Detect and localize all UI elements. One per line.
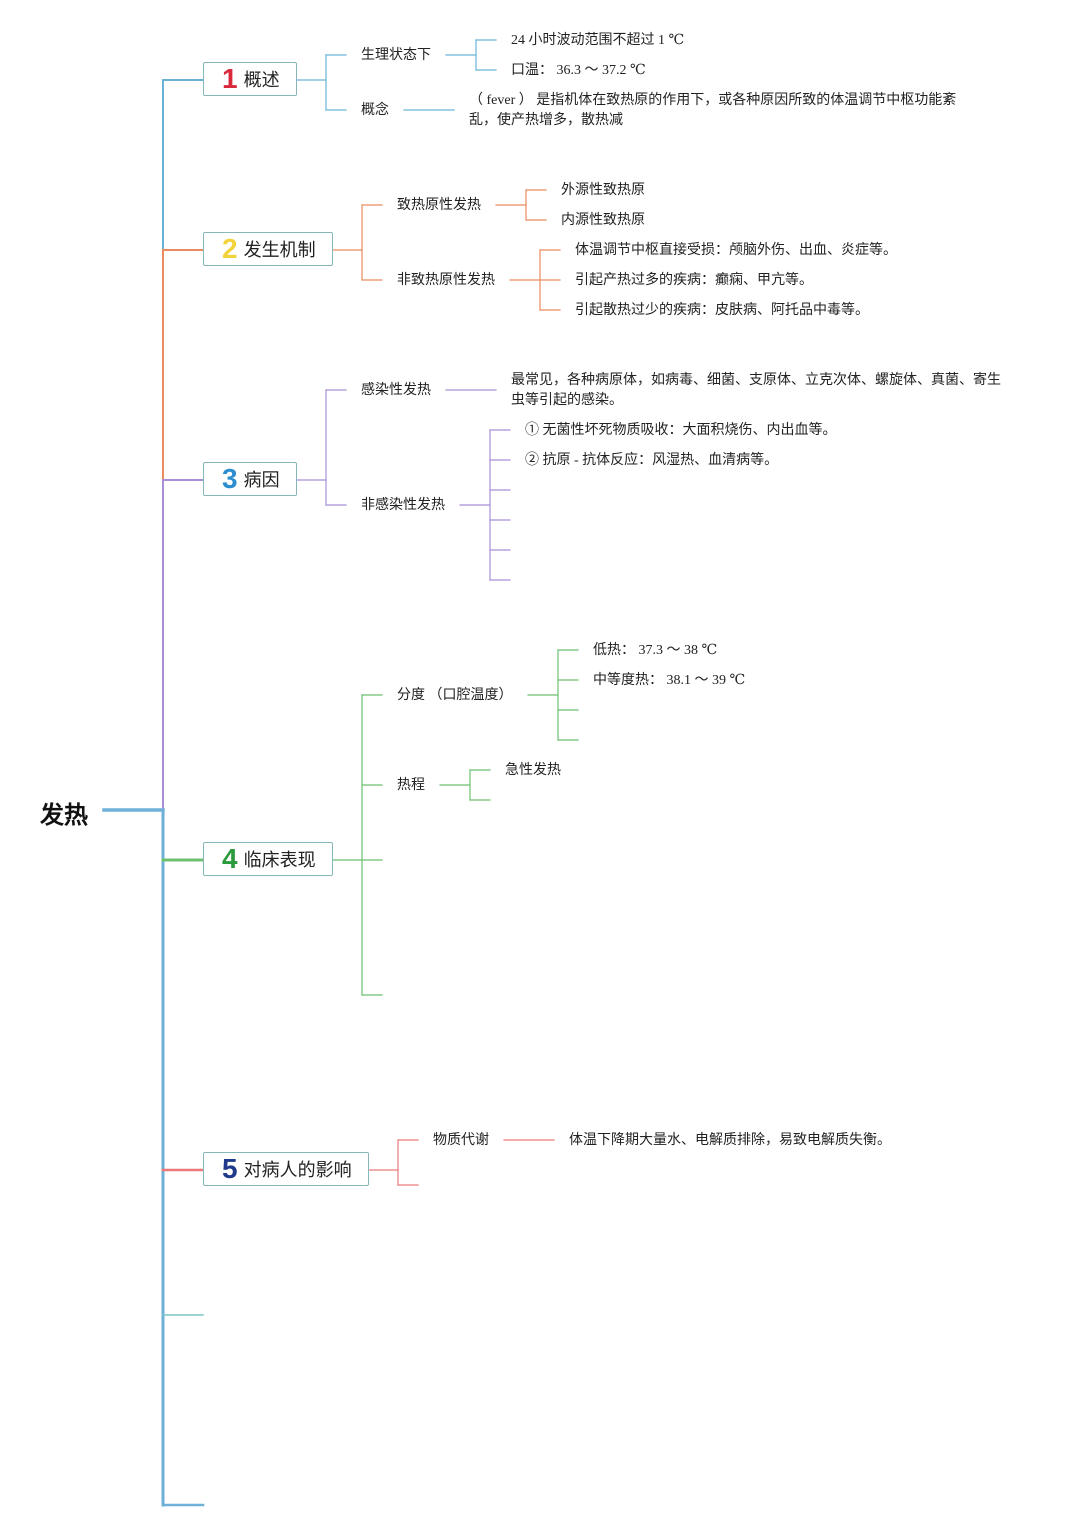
section-number: 4	[222, 843, 238, 874]
node-endogenous-pyrogen[interactable]: 内源性致热原	[561, 213, 645, 228]
node-24h-range[interactable]: 24 小时波动范围不超过 1 ℃	[511, 33, 685, 48]
node-central-damage[interactable]: 体温调节中枢直接受损：颅脑外伤、出血、炎症等。	[575, 243, 897, 258]
section-title: 发生机制	[243, 240, 316, 260]
node-infectious-fever[interactable]: 感染性发热	[361, 383, 431, 398]
node-moderate-fever[interactable]: 中等度热： 38.1 ～ 39 ℃	[593, 673, 746, 688]
node-course[interactable]: 热程	[397, 778, 425, 793]
section-title: 病因	[243, 470, 280, 490]
section-number: 5	[222, 1153, 238, 1184]
section-title: 概述	[243, 70, 280, 90]
node-heat-production[interactable]: 引起产热过多的疾病：癫痫、甲亢等。	[575, 273, 813, 288]
section-mechanism[interactable]: 2 发生机制	[203, 232, 333, 266]
root-topic[interactable]: 发热	[40, 802, 88, 829]
section-effects[interactable]: 5 对病人的影响	[203, 1152, 369, 1186]
section-overview[interactable]: 1 概述	[203, 62, 297, 96]
section-number: 3	[222, 463, 238, 494]
node-antigen-antibody[interactable]: ② 抗原 - 抗体反应：风湿热、血清病等。	[525, 453, 779, 468]
node-concept[interactable]: 概念	[361, 103, 389, 118]
node-physiological-state[interactable]: 生理状态下	[361, 48, 431, 63]
node-concept-text[interactable]: （ fever ） 是指机体在致热原的作用下，或各种原因所致的体温调节中枢功能紊…	[469, 93, 957, 128]
node-heat-dissipation[interactable]: 引起散热过少的疾病：皮肤病、阿托品中毒等。	[575, 303, 869, 318]
section-etiology[interactable]: 3 病因	[203, 462, 297, 496]
node-grade[interactable]: 分度 （口腔温度）	[397, 688, 513, 703]
node-infectious-text[interactable]: 最常见，各种病原体，如病毒、细菌、支原体、立克次体、螺旋体、真菌、寄生虫等引起的…	[511, 373, 1001, 408]
node-nonpyrogenic-fever[interactable]: 非致热原性发热	[397, 273, 495, 288]
node-low-fever[interactable]: 低热： 37.3 ～ 38 ℃	[593, 643, 718, 658]
node-oral-temp[interactable]: 口温： 36.3 ～ 37.2 ℃	[511, 63, 646, 78]
section-number: 2	[222, 233, 238, 264]
section-clinical[interactable]: 4 临床表现	[203, 842, 333, 876]
node-aseptic-necrosis[interactable]: ① 无菌性坏死物质吸收：大面积烧伤、内出血等。	[525, 423, 837, 438]
node-metabolism-text[interactable]: 体温下降期大量水、电解质排除，易致电解质失衡。	[569, 1133, 891, 1148]
section-title: 对病人的影响	[243, 1160, 352, 1180]
node-metabolism[interactable]: 物质代谢	[433, 1133, 489, 1148]
node-exogenous-pyrogen[interactable]: 外源性致热原	[561, 183, 645, 198]
node-acute-fever[interactable]: 急性发热	[505, 763, 561, 778]
node-pyrogenic-fever[interactable]: 致热原性发热	[397, 198, 481, 213]
section-number: 1	[222, 63, 238, 94]
node-noninfectious-fever[interactable]: 非感染性发热	[361, 498, 445, 513]
section-title: 临床表现	[243, 850, 316, 870]
